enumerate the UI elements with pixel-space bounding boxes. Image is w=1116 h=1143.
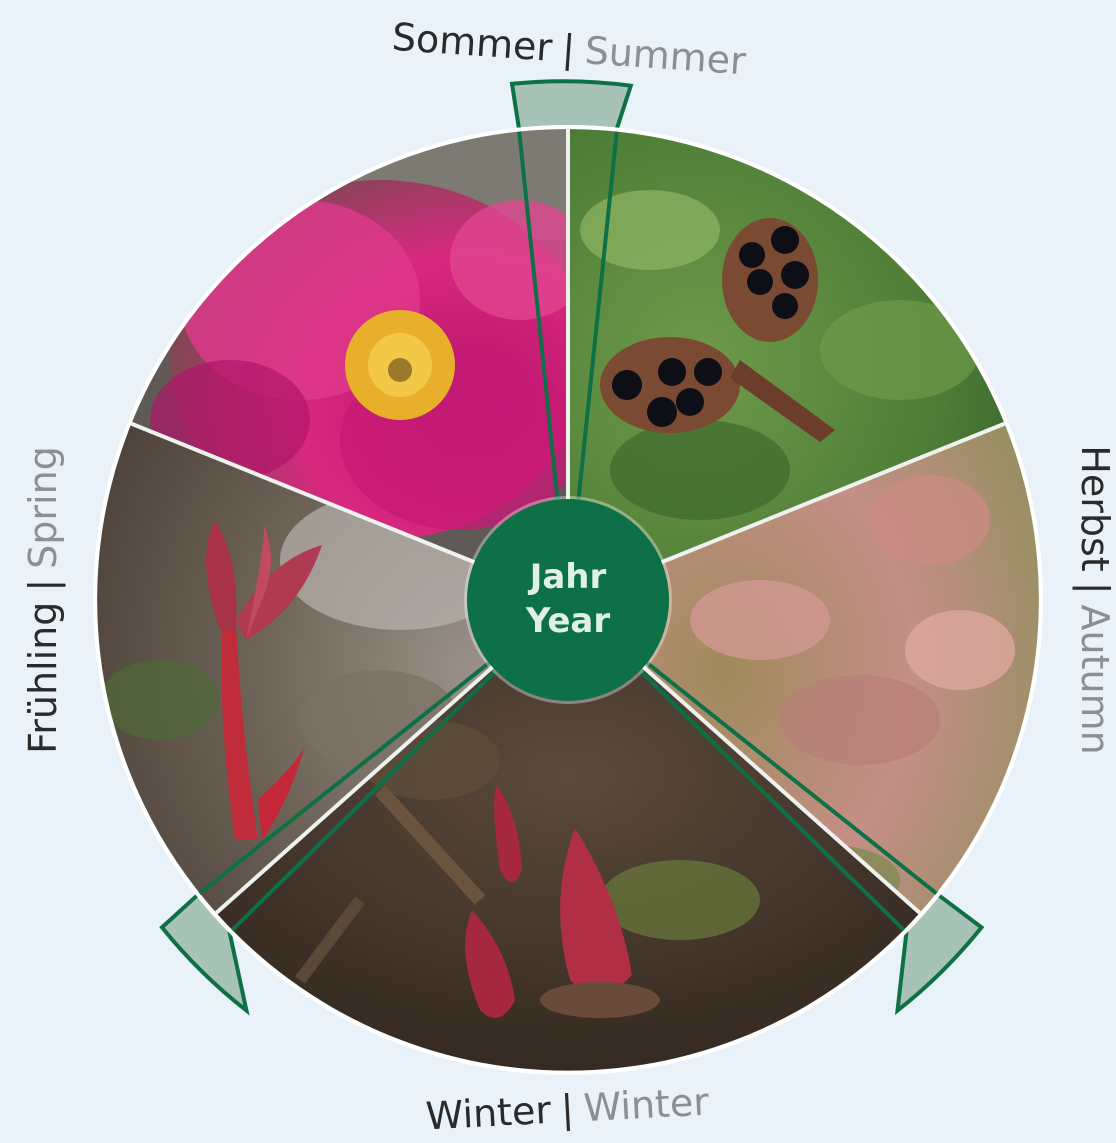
season-label-summer: Sommer|Summer	[390, 15, 747, 85]
center-label-en: Year	[525, 601, 611, 641]
season-label-winter: Winter|Winter	[425, 1080, 711, 1140]
season-label-autumn: Herbst|Autumn	[1072, 445, 1116, 754]
center-label-de: Jahr	[528, 557, 607, 597]
season-label-spring: Frühling|Spring	[21, 446, 66, 754]
year-center-disk	[467, 499, 669, 701]
